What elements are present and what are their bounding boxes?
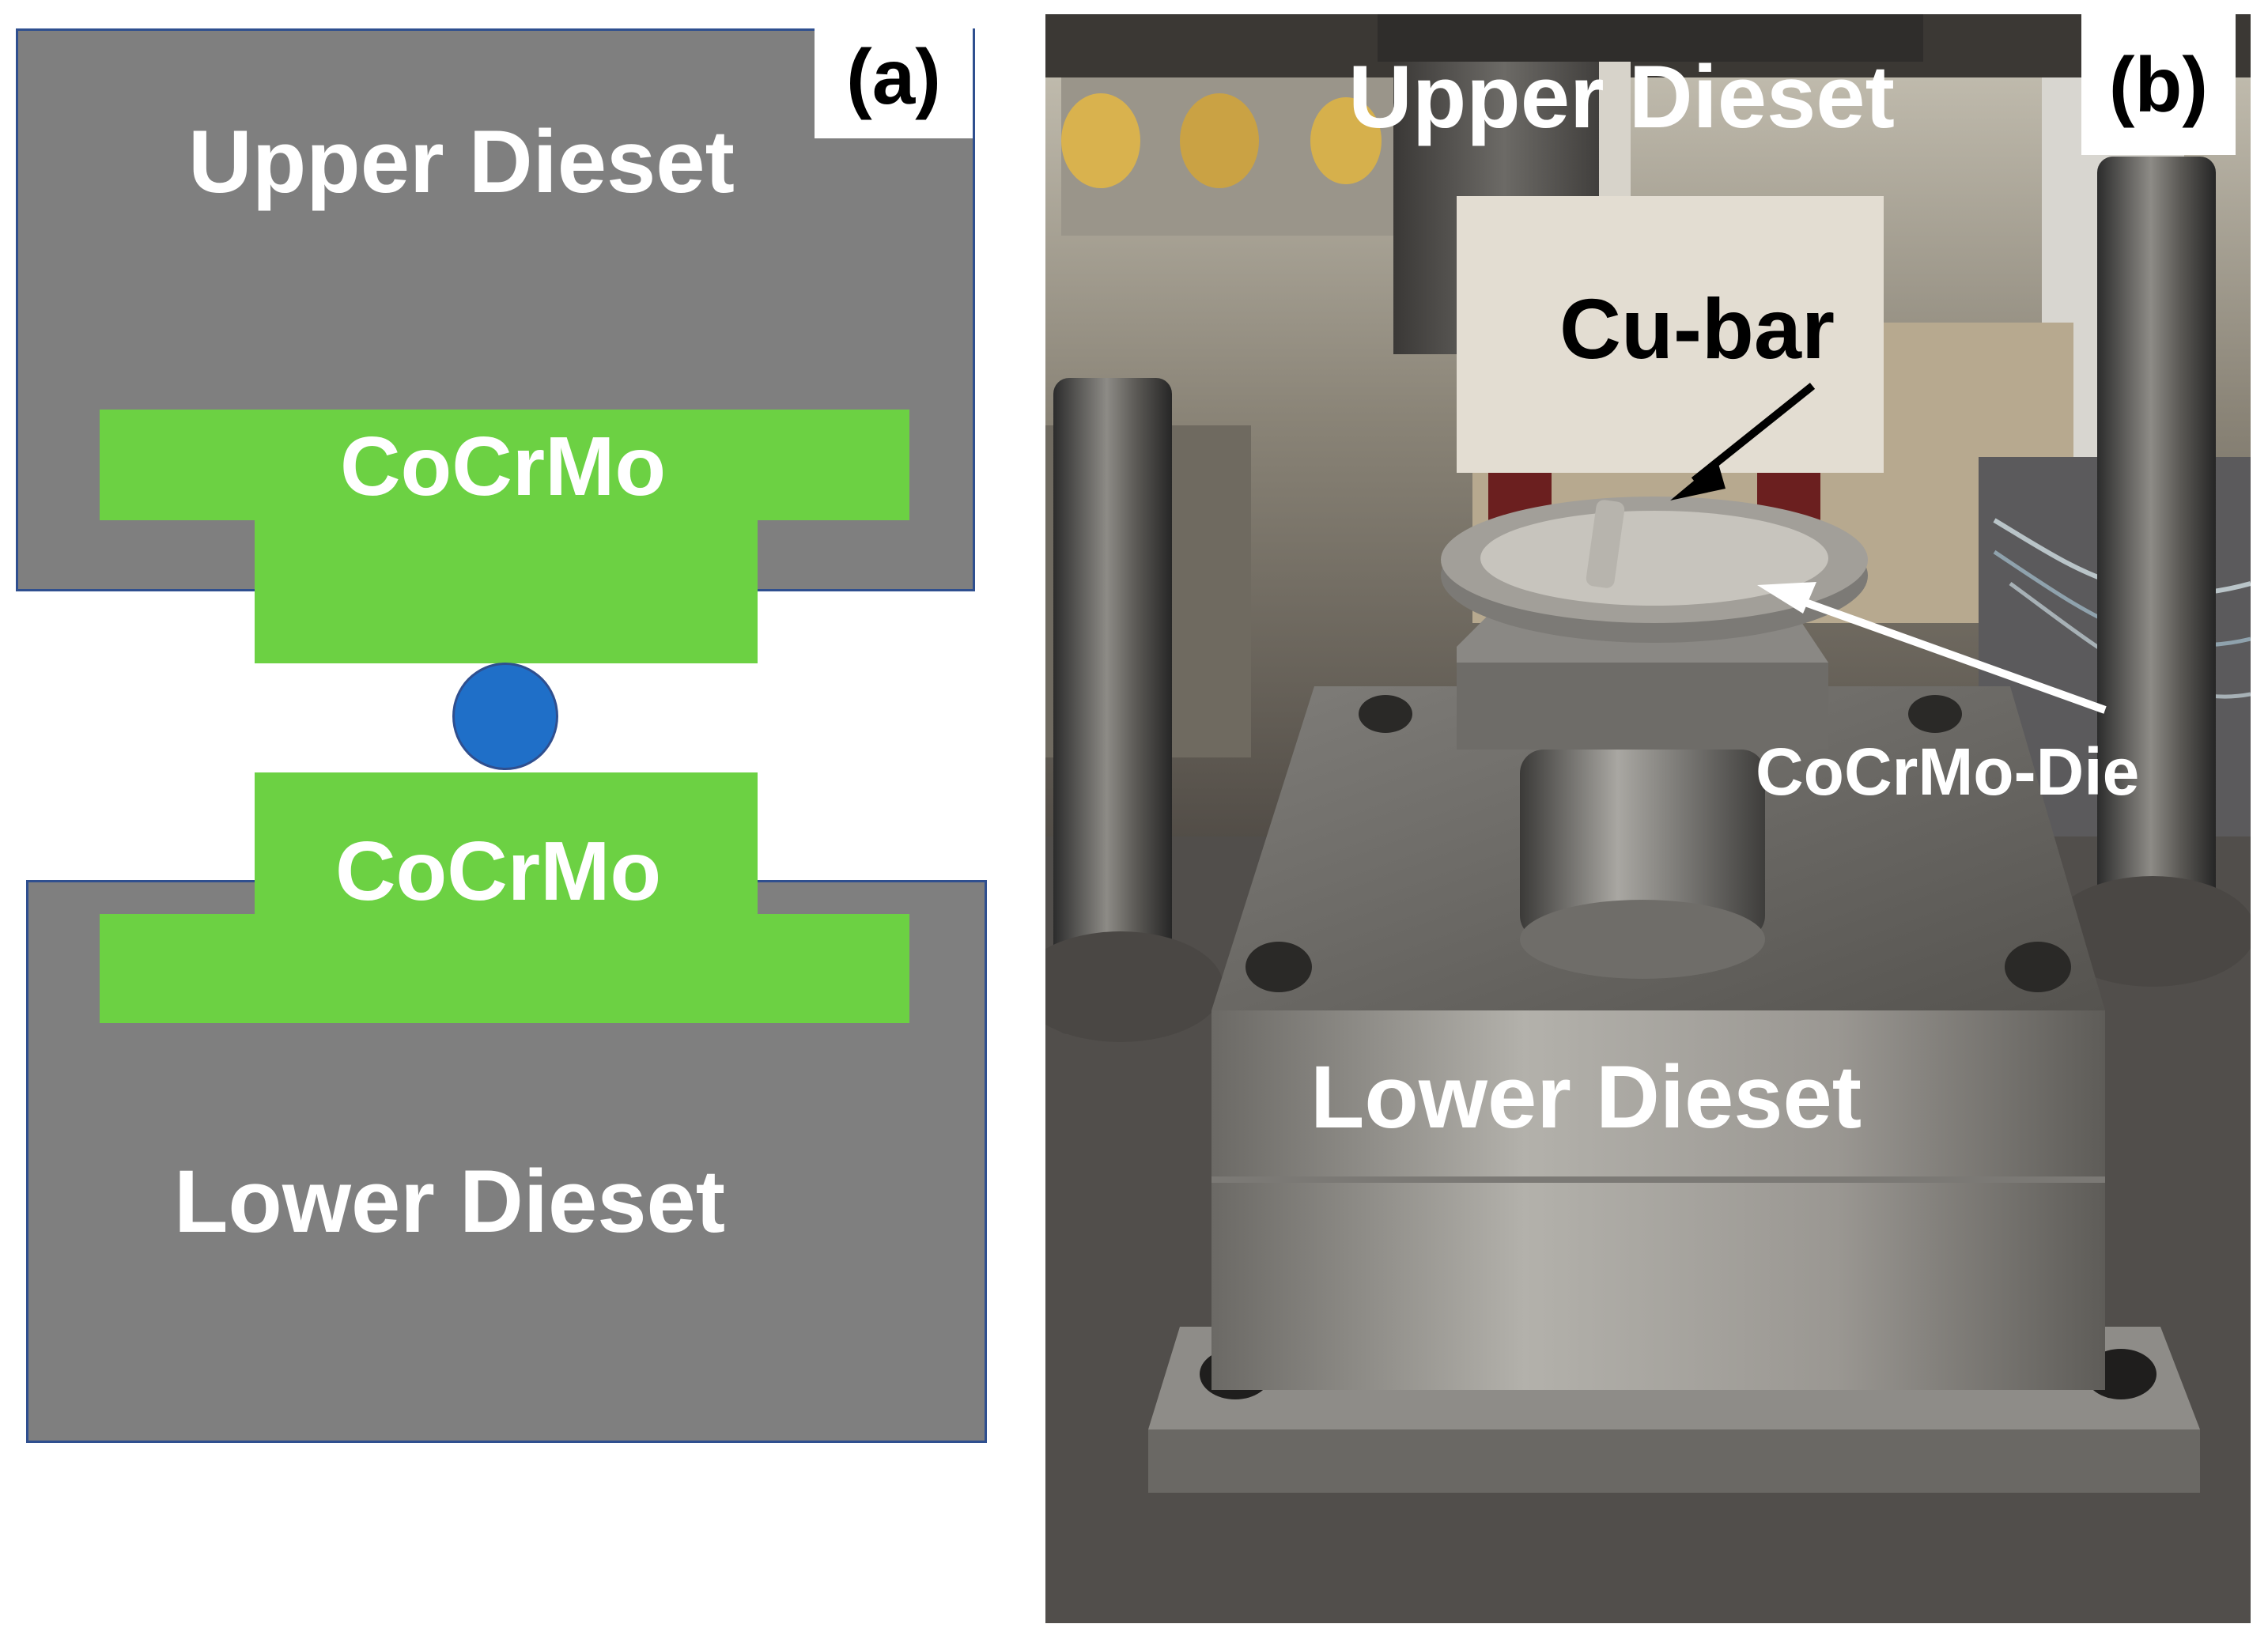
upper-die-label: CoCrMo (340, 420, 667, 513)
upper-dieset-label: Upper Dieset (188, 112, 735, 211)
upper-die-boss (255, 518, 758, 663)
photo-lower-dieset-label: Lower Dieset (1310, 1048, 1862, 1146)
panel-b-tag: (b) (2081, 14, 2236, 155)
photo-cocrmo-die-label: CoCrMo-Die (1756, 735, 2140, 809)
panel-b-photo: Upper Dieset Cu-bar CoCrMo-Die Lower Die… (1045, 14, 2251, 1623)
specimen-ball (452, 663, 558, 770)
photo-cu-bar-label: Cu-bar (1559, 281, 1835, 376)
panel-a-tag: (a) (815, 16, 973, 138)
panel-a: Upper Dieset CoCrMo CoCrMo Lower Dieset … (0, 0, 1012, 1639)
lower-die-flange (100, 914, 909, 1023)
lower-die-boss (255, 772, 758, 916)
upper-die-flange (100, 410, 909, 520)
photo-illustration (1045, 14, 2251, 1623)
lower-dieset-label: Lower Dieset (174, 1152, 726, 1251)
photo-upper-dieset-label: Upper Dieset (1348, 47, 1895, 146)
lower-die-label: CoCrMo (335, 825, 662, 918)
